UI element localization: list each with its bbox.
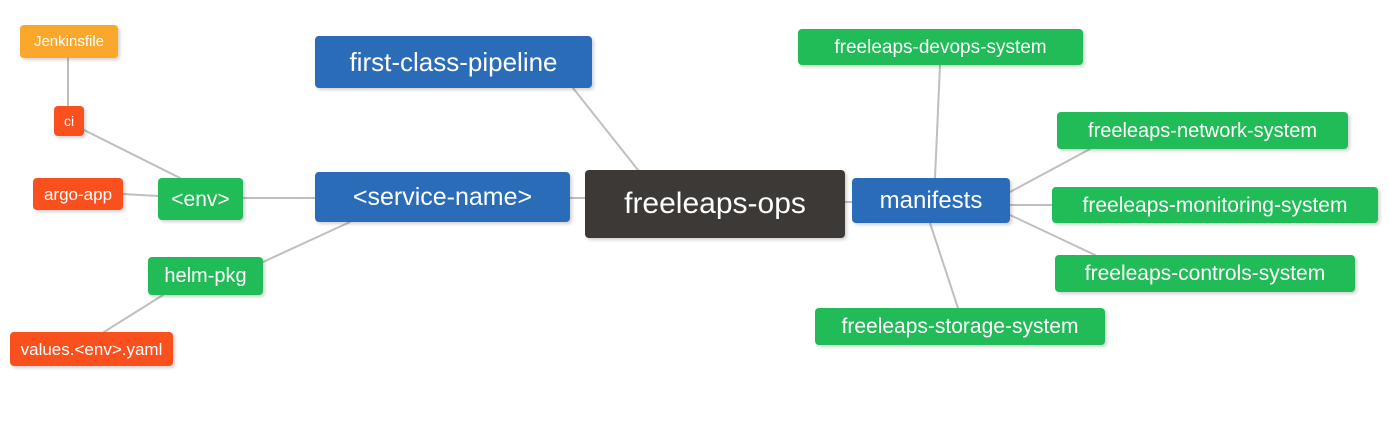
mindmap-node-monitoring[interactable]: freeleaps-monitoring-system — [1052, 187, 1378, 223]
edge-pipeline-to-root — [572, 87, 639, 171]
mindmap-node-argo[interactable]: argo-app — [33, 178, 123, 210]
edge-helm-to-values — [103, 294, 164, 333]
mindmap-node-service[interactable]: <service-name> — [315, 172, 570, 222]
mindmap-node-jenkinsfile[interactable]: Jenkinsfile — [20, 25, 118, 58]
edge-manifests-to-network — [1009, 148, 1091, 193]
mindmap-node-values[interactable]: values.<env>.yaml — [10, 332, 173, 366]
mindmap-node-env[interactable]: <env> — [158, 178, 243, 220]
mindmap-node-helm[interactable]: helm-pkg — [148, 257, 263, 295]
mindmap-node-controls[interactable]: freeleaps-controls-system — [1055, 255, 1355, 292]
edge-manifests-to-devops — [934, 64, 941, 179]
mindmap-node-storage[interactable]: freeleaps-storage-system — [815, 308, 1105, 345]
mindmap-node-manifests[interactable]: manifests — [852, 178, 1010, 223]
edge-service-to-helm — [262, 221, 351, 263]
mindmap-node-root[interactable]: freeleaps-ops — [585, 170, 845, 238]
mindmap-node-network[interactable]: freeleaps-network-system — [1057, 112, 1348, 149]
mindmap-node-pipeline[interactable]: first-class-pipeline — [315, 36, 592, 88]
edge-manifests-to-storage — [929, 222, 959, 309]
edge-env-to-ci — [83, 129, 181, 179]
mindmap-node-ci[interactable]: ci — [54, 106, 84, 136]
edge-env-to-argo — [122, 193, 159, 197]
mindmap-node-devops[interactable]: freeleaps-devops-system — [798, 29, 1083, 65]
